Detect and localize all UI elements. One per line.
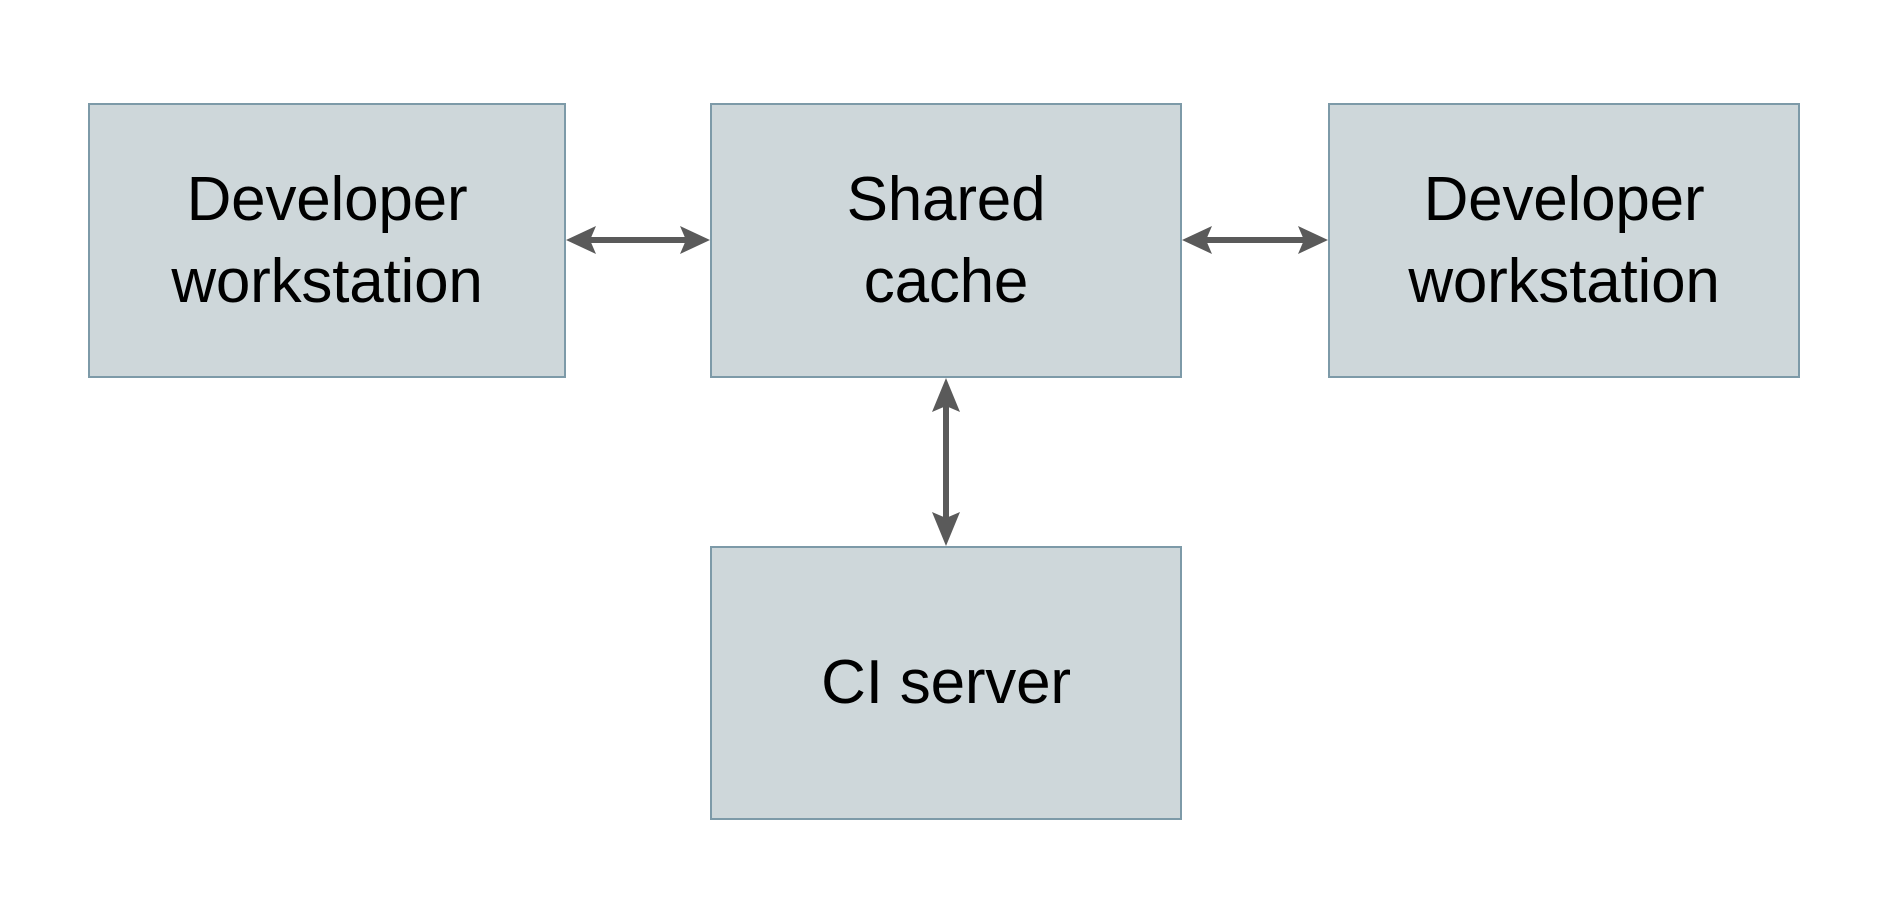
edge-left-workstation-to-cache [566, 216, 710, 264]
node-shared-cache[interactable]: Shared cache [710, 103, 1182, 378]
node-ci-server[interactable]: CI server [710, 546, 1182, 820]
double-arrow-icon [566, 226, 710, 254]
node-label: Developer workstation [1408, 164, 1720, 316]
node-label: CI server [821, 648, 1071, 718]
double-arrow-icon [1182, 226, 1328, 254]
node-developer-workstation-left[interactable]: Developer workstation [88, 103, 566, 378]
node-developer-workstation-right[interactable]: Developer workstation [1328, 103, 1800, 378]
node-label: Shared cache [846, 164, 1046, 316]
edge-cache-to-ci-server [922, 378, 970, 546]
edge-cache-to-right-workstation [1182, 216, 1328, 264]
double-arrow-vertical-icon [932, 378, 960, 546]
node-label: Developer workstation [171, 164, 483, 316]
